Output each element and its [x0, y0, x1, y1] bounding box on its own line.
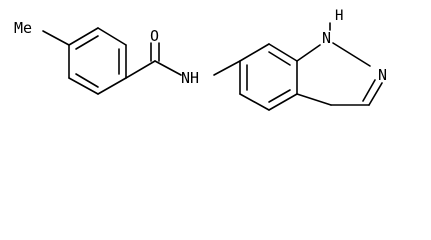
- indazole-bond-5: [239, 93, 270, 111]
- label-methyl: Me: [14, 19, 32, 37]
- pyrazole-ring: [296, 42, 383, 106]
- label-carbonyl-oxygen: O: [150, 27, 159, 45]
- bond-nh-indazole: [213, 60, 241, 76]
- indazole-bond-4: [268, 93, 298, 111]
- tolyl-inner-double-3: [75, 73, 99, 88]
- indazole-bond-2: [268, 43, 298, 62]
- pyrazole-bond-n1-n2: [332, 42, 371, 67]
- tolyl-ring: [68, 27, 127, 95]
- bond-ring-carbonyl: [125, 60, 156, 79]
- indazole-inner-double-3: [268, 89, 291, 103]
- label-ring-nh-hydrogen: H: [335, 8, 343, 24]
- tolyl-inner-double-1: [75, 35, 99, 50]
- tolyl-bond-2: [97, 27, 127, 46]
- indazole-bond-1: [239, 43, 270, 62]
- label-ring-n2: N: [378, 66, 387, 84]
- pyrazole-bond-c3a-c7a: [296, 93, 332, 106]
- indazole-benzene-ring: [239, 43, 298, 111]
- bond-carbonyl-nh: [154, 60, 182, 76]
- tolyl-bond-5: [68, 77, 99, 95]
- tolyl-bond-4: [97, 77, 127, 95]
- pyrazole-bond-n2-c3: [368, 82, 383, 106]
- tolyl-bond-1: [68, 27, 99, 46]
- pyrazole-bond-n2-c3-double: [362, 79, 376, 102]
- label-ring-n1: N: [322, 29, 331, 47]
- chemical-structure-diagram: Me O NH H N N: [14, 8, 387, 111]
- indazole-inner-double-1: [268, 51, 291, 66]
- pyrazole-bond-c7a-n1: [296, 44, 321, 62]
- label-amide-nh: NH: [181, 69, 199, 87]
- bond-methyl-ring: [42, 30, 70, 46]
